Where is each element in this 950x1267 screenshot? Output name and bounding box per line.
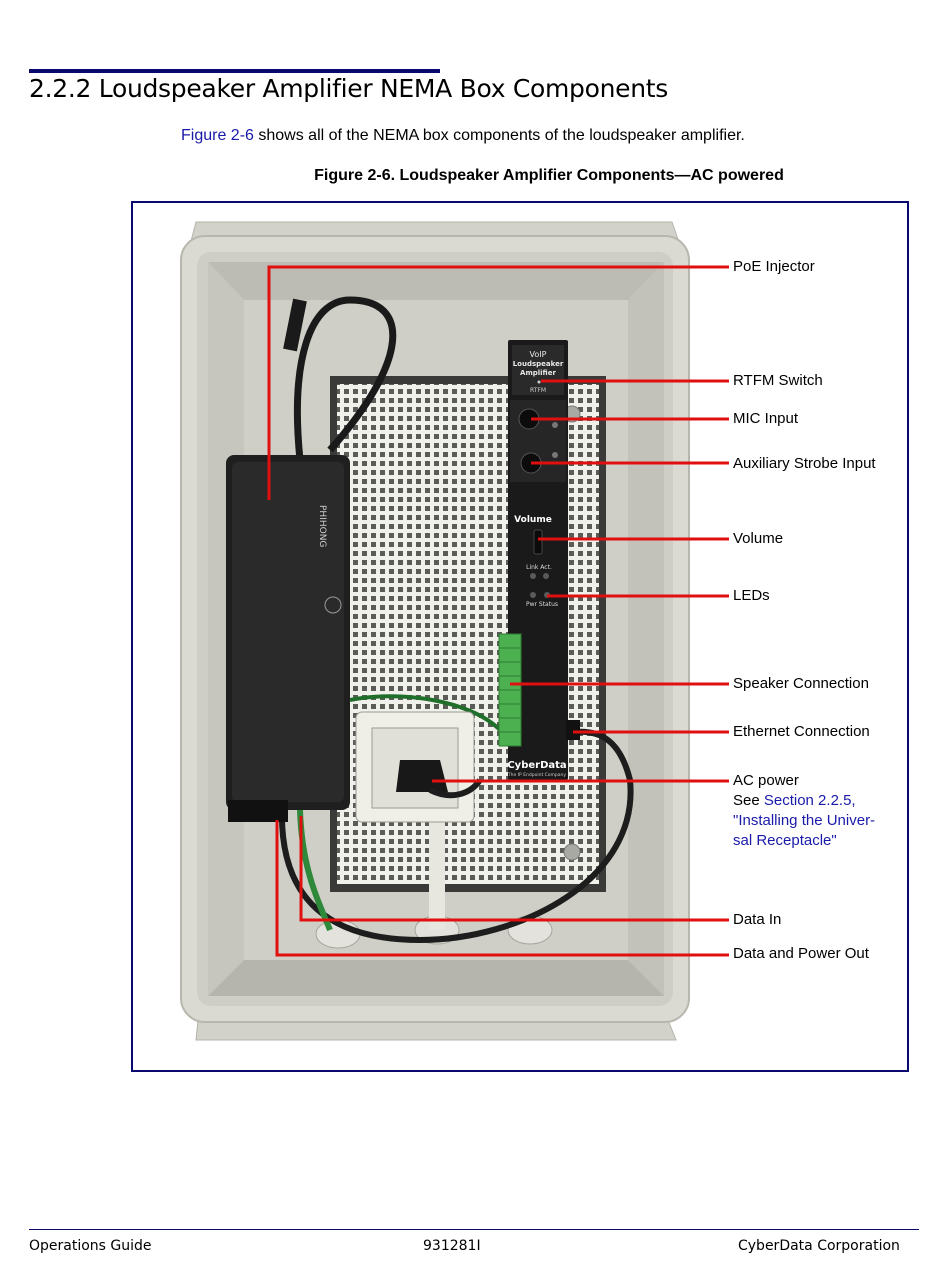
label-data-in: Data In bbox=[733, 911, 782, 928]
panel-screw-bottom bbox=[552, 452, 558, 458]
footer-rule bbox=[29, 1229, 919, 1230]
psu-cert-mark bbox=[324, 596, 342, 614]
figure-frame bbox=[131, 201, 909, 1072]
label-leds: LEDs bbox=[733, 587, 770, 604]
amplifier-name-line1: Loudspeaker bbox=[513, 360, 564, 368]
section-title: 2.2.2 Loudspeaker Amplifier NEMA Box Com… bbox=[29, 74, 669, 103]
section-link-line3[interactable]: sal Receptacle" bbox=[733, 832, 837, 849]
psu-cord-strain-relief bbox=[283, 298, 307, 352]
inner-wall-bottom bbox=[208, 960, 664, 996]
plate-screw-bottom bbox=[563, 843, 581, 861]
figure-caption: Figure 2-6. Loudspeaker Amplifier Compon… bbox=[314, 167, 784, 184]
label-ac-see: See bbox=[733, 792, 764, 809]
inner-wall-right bbox=[628, 262, 664, 996]
section-link-line1[interactable]: Section 2.2.5, bbox=[763, 792, 856, 809]
pwr-led bbox=[530, 592, 536, 598]
act-led bbox=[543, 573, 549, 579]
label-poe-injector: PoE Injector bbox=[733, 258, 815, 275]
label-ac-power-block: AC power See Section 2.2.5, "Installing … bbox=[733, 771, 875, 851]
ethernet-port bbox=[566, 720, 580, 740]
rtfm-label: RTFM bbox=[530, 387, 546, 394]
intro-text: shows all of the NEMA box components of … bbox=[253, 127, 745, 144]
ac-plug bbox=[396, 760, 448, 792]
panel-screw-top bbox=[552, 422, 558, 428]
ac-plug-cord bbox=[428, 778, 483, 799]
callout-lines bbox=[267, 265, 729, 957]
psu-brand-label: PHIHONG bbox=[317, 505, 327, 547]
inner-wall-top bbox=[208, 262, 664, 300]
callout-line-poe-injector bbox=[267, 265, 729, 500]
label-speaker-connection: Speaker Connection bbox=[733, 675, 869, 692]
cyberdata-logo: CyberData bbox=[507, 760, 566, 771]
footer-company: CyberData Corporation bbox=[738, 1238, 900, 1254]
psu-output-plug bbox=[228, 800, 288, 822]
intro-paragraph: Figure 2-6 shows all of the NEMA box com… bbox=[181, 127, 745, 145]
volume-label: Volume bbox=[514, 515, 552, 525]
amplifier-header bbox=[512, 345, 564, 395]
link-act-label: Link Act. bbox=[526, 564, 552, 571]
amplifier-name-line2: Amplifier bbox=[520, 369, 556, 377]
amplifier-voip-label: VoIP bbox=[530, 350, 547, 359]
callout-line-data-in bbox=[299, 816, 729, 922]
label-ac-power: AC power bbox=[733, 772, 799, 789]
link-led bbox=[530, 573, 536, 579]
cyberdata-tagline: The IP Endpoint Company bbox=[507, 772, 566, 778]
footer-doc-number: 931281I bbox=[423, 1238, 481, 1254]
section-title-rule bbox=[29, 69, 440, 73]
section-link-line2[interactable]: "Installing the Univer- bbox=[733, 812, 876, 829]
label-rtfm-switch: RTFM Switch bbox=[733, 372, 823, 389]
footer-doc-title: Operations Guide bbox=[29, 1238, 152, 1254]
pwr-status-label: Pwr Status bbox=[526, 601, 558, 608]
callout-line-data-power-out bbox=[275, 820, 729, 957]
rtfm-switch bbox=[537, 380, 541, 384]
label-ethernet-connection: Ethernet Connection bbox=[733, 723, 870, 740]
volume-control bbox=[533, 529, 543, 555]
label-data-power-out: Data and Power Out bbox=[733, 945, 869, 962]
label-ac-see-line: See Section 2.2.5, bbox=[733, 791, 875, 811]
poe-injector-face bbox=[232, 462, 344, 802]
label-aux-strobe-input: Auxiliary Strobe Input bbox=[733, 455, 876, 472]
label-mic-input: MIC Input bbox=[733, 410, 799, 427]
figure-link[interactable]: Figure 2-6 bbox=[181, 127, 254, 144]
psu-ac-cord bbox=[294, 296, 397, 461]
ground-wire bbox=[349, 694, 502, 732]
label-volume: Volume bbox=[733, 530, 784, 547]
